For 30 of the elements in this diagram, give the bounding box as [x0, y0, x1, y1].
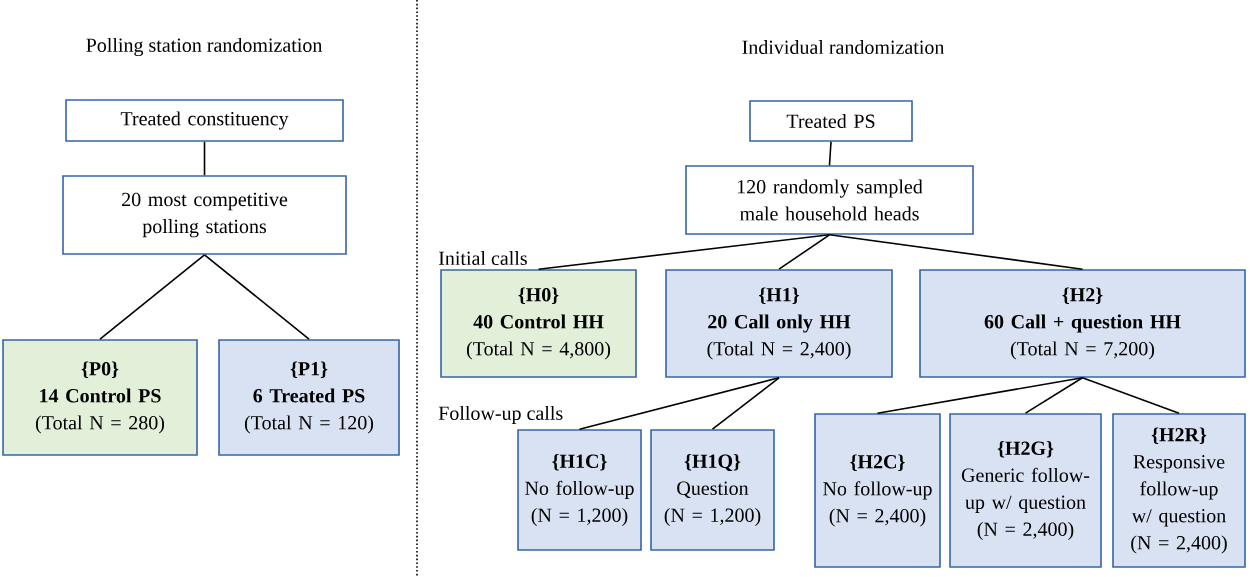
- connector-line: [828, 234, 1084, 270]
- process-box: 120 randomly sampled male household heads: [685, 165, 974, 235]
- process-box: {H1C} No follow-up (N = 1,200): [517, 429, 642, 551]
- process-box: {P1} 6 Treated PS (Total N = 120): [218, 339, 400, 456]
- process-box: {H1} 20 Call only HH (Total N = 2,400): [665, 269, 893, 378]
- process-box: 20 most competitive polling stations: [62, 175, 347, 255]
- process-box: {H0} 40 Control HH (Total N = 4,800): [440, 269, 637, 378]
- connector-line: [828, 141, 832, 166]
- connector-line: [203, 141, 206, 176]
- connector-line: [578, 377, 780, 430]
- connector-line: [1081, 377, 1180, 414]
- connector-line: [203, 254, 310, 340]
- process-box: {H2G} Generic follow-up w/ question (N = 2,400): [949, 413, 1102, 568]
- group-label: Follow-up calls: [438, 405, 563, 425]
- process-box: {P0} 14 Control PS (Total N = 280): [2, 339, 198, 456]
- process-box: {H2} 60 Call + question HH (Total N = 7,200): [919, 269, 1246, 378]
- section-heading: Individual randomization: [742, 39, 945, 54]
- process-box: {H2R} Responsive follow-up w/ question (N = 2,400): [1112, 413, 1246, 568]
- connector-line: [1024, 377, 1084, 414]
- connector-line: [537, 234, 831, 270]
- process-box: {H1Q} Question (N = 1,200): [650, 429, 775, 551]
- group-label: Initial calls: [438, 250, 527, 265]
- process-box: {H2C} No follow-up (N = 2,400): [814, 413, 941, 568]
- section-heading: Polling station randomization: [86, 37, 323, 57]
- connector-line: [876, 377, 1084, 414]
- connector-line: [99, 254, 206, 340]
- process-box: Treated constituency: [65, 99, 344, 142]
- connector-line: [711, 377, 780, 430]
- connector-line: [778, 234, 831, 270]
- process-box: Treated PS: [749, 100, 913, 142]
